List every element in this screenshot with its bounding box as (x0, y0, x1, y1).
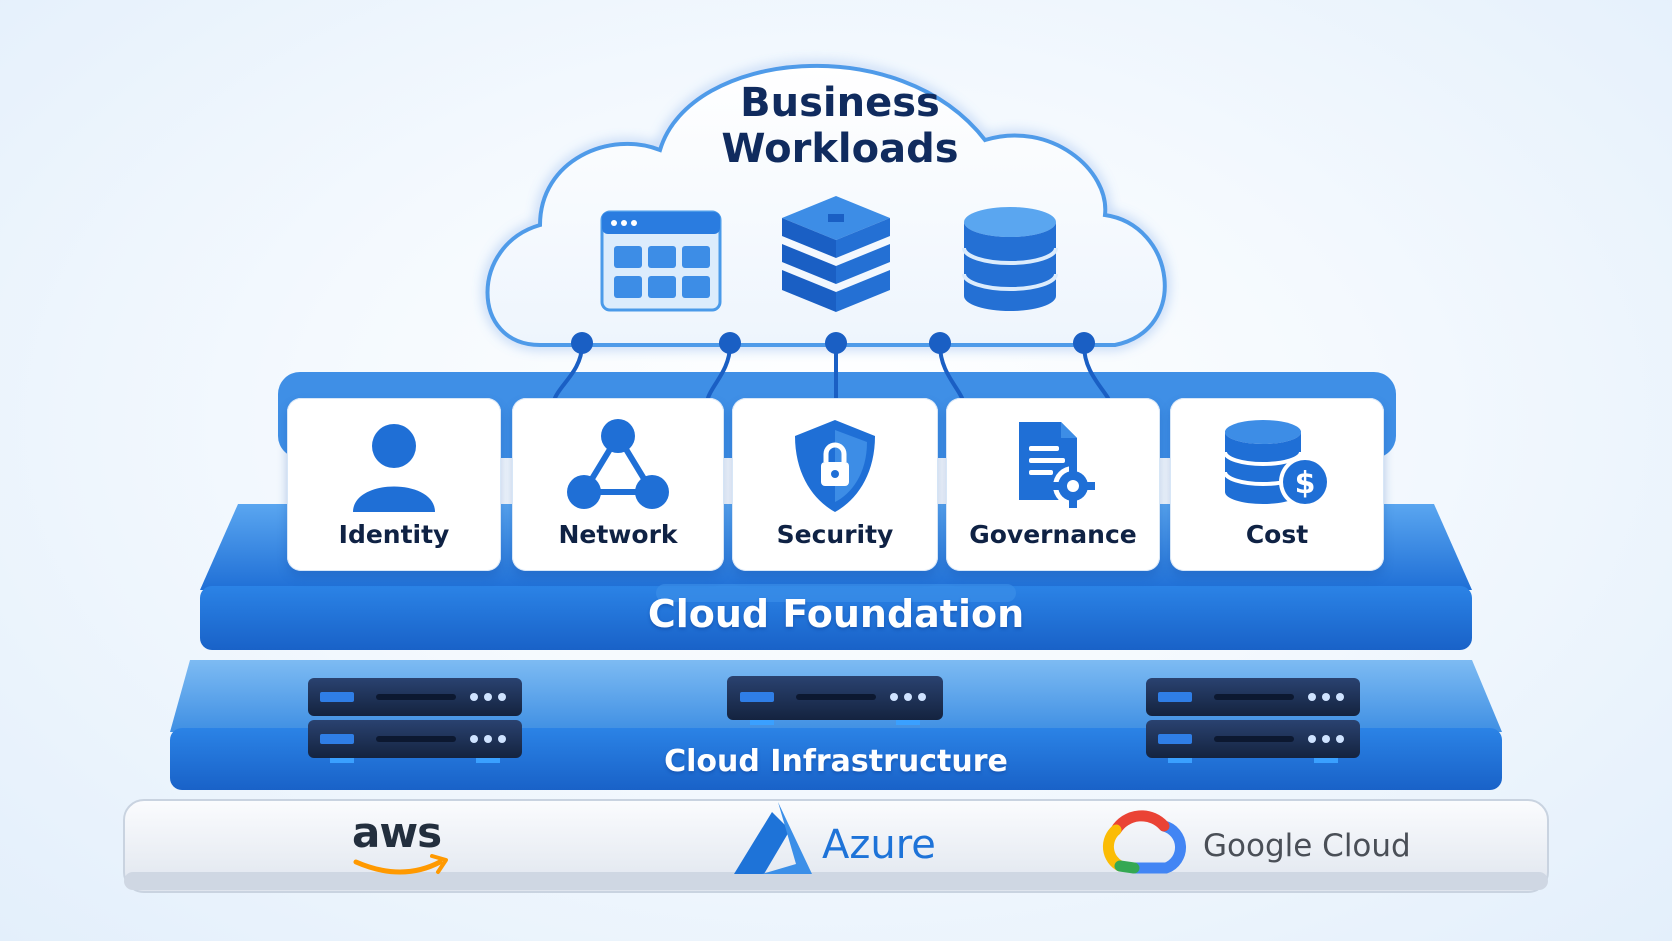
pillar-card-network: Network (512, 398, 724, 571)
database-icon (962, 207, 1058, 311)
provider-base-layer (123, 799, 1549, 893)
azure-logo-icon (734, 802, 812, 874)
pillar-label-identity: Identity (338, 520, 450, 549)
shield-lock-icon (795, 420, 875, 512)
database-dollar-icon: $ (1223, 420, 1331, 508)
pillar-label-governance: Governance (969, 520, 1137, 549)
server-rack-center (727, 676, 943, 725)
server-rack-left (308, 678, 522, 763)
google-cloud-logo-text: Google Cloud (1203, 828, 1411, 864)
workloads-title-line2: Workloads (721, 126, 959, 172)
pillar-label-security: Security (776, 520, 894, 549)
server-stack-icon (782, 196, 890, 312)
cloud-infrastructure-label: Cloud Infrastructure (664, 744, 1008, 779)
connector-dots (571, 332, 1095, 354)
document-gear-icon (1019, 422, 1095, 508)
browser-window-icon (600, 210, 722, 312)
server-rack-right (1146, 678, 1360, 763)
aws-smile-icon (353, 854, 448, 875)
pillar-card-identity: Identity (287, 398, 501, 571)
workloads-title-line1: Business (740, 80, 940, 126)
pillar-card-governance: Governance (946, 398, 1160, 571)
workloads-title: Business Workloads (640, 80, 1040, 172)
google-cloud-logo-icon (1102, 810, 1187, 874)
pillar-card-security: Security (732, 398, 938, 571)
cloud-foundation-label: Cloud Foundation (647, 592, 1025, 636)
azure-logo-text: Azure (822, 822, 936, 868)
network-triangle-icon (567, 419, 669, 509)
aws-logo-text: aws (352, 808, 442, 857)
pillar-label-cost: Cost (1245, 520, 1309, 549)
svg-text:$: $ (1295, 466, 1316, 501)
pillar-card-cost: $ Cost (1170, 398, 1384, 571)
user-icon (353, 424, 435, 512)
pillar-label-network: Network (558, 520, 678, 549)
